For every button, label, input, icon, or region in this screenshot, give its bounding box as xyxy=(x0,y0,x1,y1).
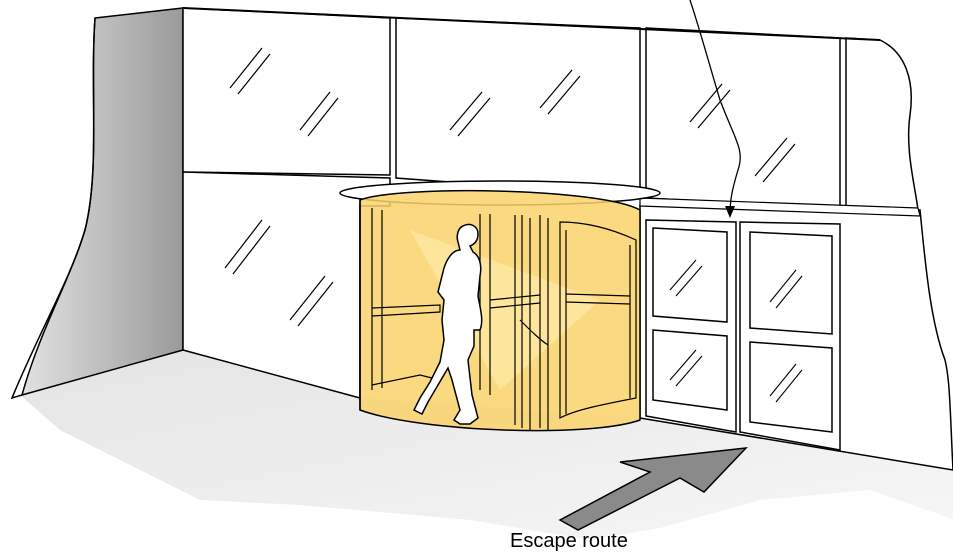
escape-route-label: Escape route xyxy=(510,530,628,552)
floor xyxy=(20,350,953,540)
door-window-reflections xyxy=(669,259,803,403)
pointer-line xyxy=(689,0,741,216)
escape-direction-arrow-icon xyxy=(558,447,748,531)
pointer-arrowhead xyxy=(725,206,735,218)
revolving-door xyxy=(339,180,661,432)
escape-swing-doors xyxy=(645,219,841,451)
left-side-wall xyxy=(20,7,184,397)
upper-glazing xyxy=(182,7,919,211)
walking-person-icon xyxy=(412,223,483,425)
left-wall-edge xyxy=(10,17,96,400)
